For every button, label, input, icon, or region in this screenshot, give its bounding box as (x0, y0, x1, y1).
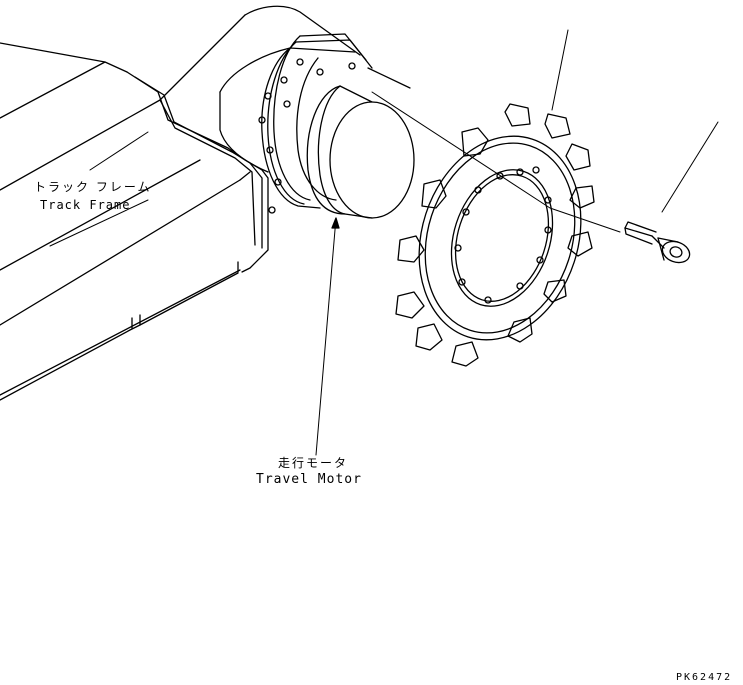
travel-motor (219, 33, 415, 219)
leader-lines (49, 29, 719, 456)
track-frame (0, 5, 361, 401)
part-code: PK62472 (676, 672, 733, 683)
mounting-bolt (624, 221, 691, 264)
travel-motor-label-en: Travel Motor (256, 472, 362, 487)
travel-motor-label-jp: 走行モータ (278, 456, 349, 470)
arrow-head (331, 217, 340, 229)
track-frame-label-jp: トラック フレーム (34, 180, 152, 194)
track-frame-label-en: Track Frame (40, 198, 131, 212)
sprocket (395, 103, 595, 367)
